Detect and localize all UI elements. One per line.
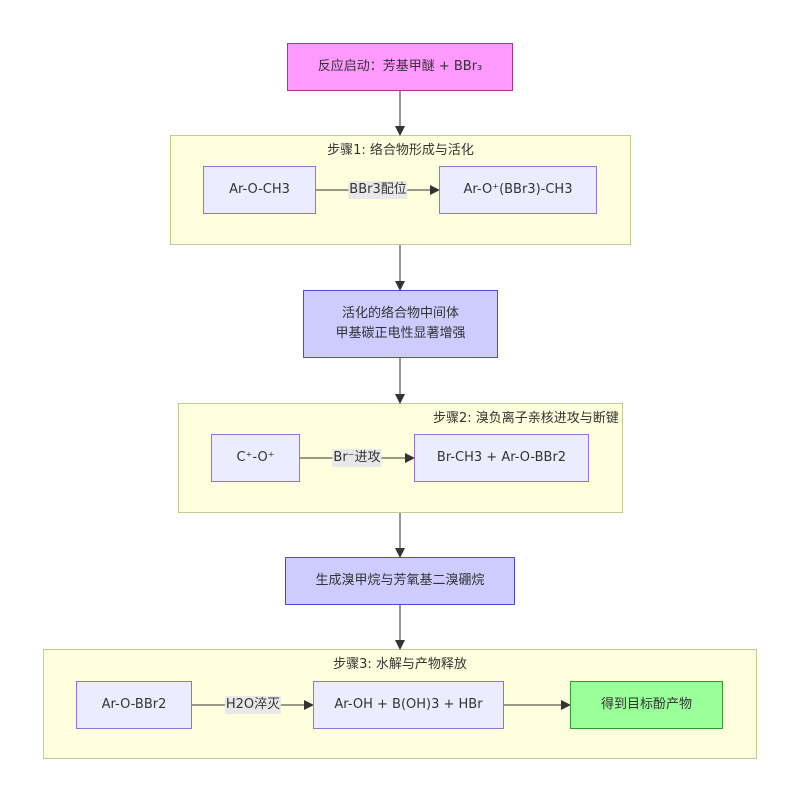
product-node-label: 生成溴甲烷与芳氧基二溴硼烷 <box>315 573 485 588</box>
final-node-label: 得到目标酚产物 <box>600 697 692 712</box>
intermediate-node[interactable]: 活化的络合物中间体 甲基碳正电性显著增强 <box>303 290 498 358</box>
node-a1-label: Ar-O-CH3 <box>229 182 290 197</box>
edge-label-b: Br⁻进攻 <box>332 449 382 467</box>
edge-label-a: BBr3配位 <box>348 181 408 199</box>
node-c2-label: Ar-OH + B(OH)3 + HBr <box>334 697 483 712</box>
node-c2[interactable]: Ar-OH + B(OH)3 + HBr <box>313 681 504 729</box>
step2-title: 步骤2: 溴负离子亲核进攻与断键 <box>433 411 619 426</box>
node-b2[interactable]: Br-CH3 + Ar-O-BBr2 <box>414 434 589 482</box>
start-node-label: 反应启动：芳基甲醚 + BBr₃ <box>317 59 483 74</box>
node-a2[interactable]: Ar-O⁺(BBr3)-CH3 <box>439 166 597 214</box>
node-b2-label: Br-CH3 + Ar-O-BBr2 <box>436 450 567 465</box>
step3-title: 步骤3: 水解与产物释放 <box>333 657 467 672</box>
node-b1-label: C⁺-O⁺ <box>236 450 275 465</box>
intermediate-line2: 甲基碳正电性显著增强 <box>335 326 466 341</box>
node-a1[interactable]: Ar-O-CH3 <box>203 166 316 214</box>
node-c1[interactable]: Ar-O-BBr2 <box>76 681 192 729</box>
node-c1-label: Ar-O-BBr2 <box>101 697 167 712</box>
start-node[interactable]: 反应启动：芳基甲醚 + BBr₃ <box>287 43 513 91</box>
step1-title: 步骤1: 络合物形成与活化 <box>327 143 474 158</box>
edge-label-c: H2O淬灭 <box>224 696 282 714</box>
final-node[interactable]: 得到目标酚产物 <box>570 681 723 729</box>
product-node[interactable]: 生成溴甲烷与芳氧基二溴硼烷 <box>285 557 515 605</box>
node-a2-label: Ar-O⁺(BBr3)-CH3 <box>463 182 573 197</box>
node-b1[interactable]: C⁺-O⁺ <box>211 434 300 482</box>
intermediate-line1: 活化的络合物中间体 <box>341 306 459 321</box>
